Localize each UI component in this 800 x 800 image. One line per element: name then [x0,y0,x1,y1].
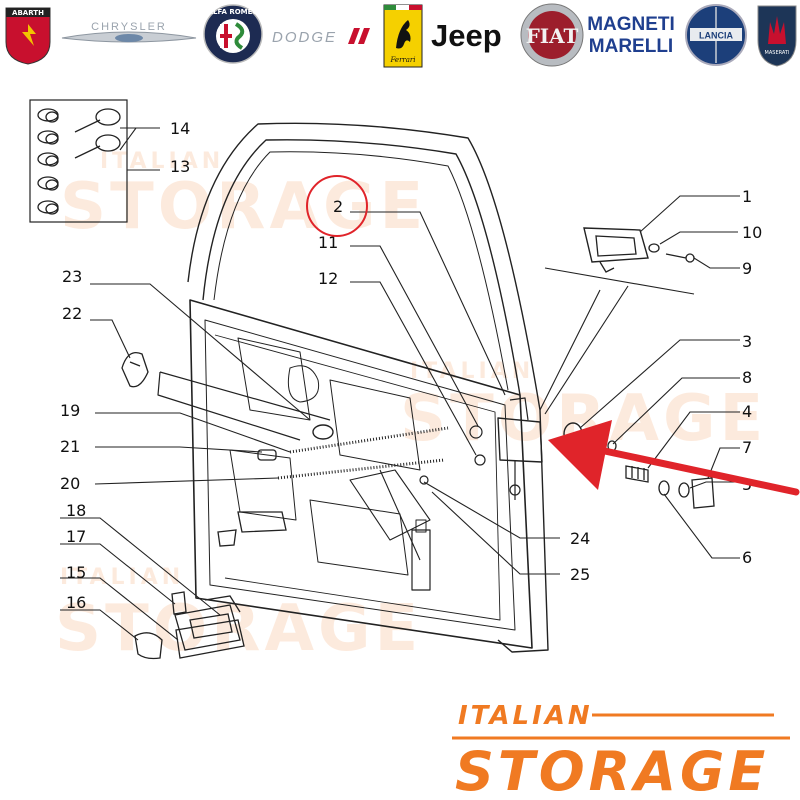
callout-15: 15 [66,563,86,582]
callout-22: 22 [62,304,82,323]
rod-20 [277,458,445,480]
callout-24: 24 [570,529,590,548]
callout-16: 16 [66,593,86,612]
callout-labels: 1 2 3 4 5 6 7 8 9 10 11 12 13 14 15 16 1… [60,119,762,612]
callout-21: 21 [60,437,80,456]
callout-12: 12 [318,269,338,288]
callout-17: 17 [66,527,86,546]
callout-1: 1 [742,187,752,206]
marelli-text: MARELLI [589,36,673,57]
dodge-text: DODGE [272,29,337,46]
highlight-arrow [548,420,800,496]
brand-bar: ABARTH CHRYSLER ALFA ROMEO DODGE [5,3,797,68]
leader-lines [60,127,740,641]
alfa-romeo-text: ALFA ROMEO [208,8,259,16]
dodge-logo: DODGE [272,28,370,46]
callout-10: 10 [742,223,762,242]
jeep-logo: Jeep [431,18,502,53]
callout-8: 8 [742,368,752,387]
door-body-outline [189,299,533,649]
callout-20: 20 [60,474,80,493]
maserati-text: MASERATI [765,50,790,56]
callout-6: 6 [742,548,752,567]
window-frame-outer [187,122,549,653]
fiat-text: FIAT [526,24,579,48]
callout-14: 14 [170,119,190,138]
watermark-bottom-line2: STORAGE [55,592,422,666]
watermark-top-line2: STORAGE [60,170,427,244]
callout-7: 7 [742,438,752,457]
callout-13: 13 [170,157,190,176]
callout-2: 2 [333,197,343,216]
logo-line2: STORAGE [455,740,769,800]
outer-handle-1 [583,227,649,263]
ferrari-text: Ferrari [389,56,415,64]
callout-23: 23 [62,267,82,286]
callout-18: 18 [66,501,86,520]
alfa-romeo-logo: ALFA ROMEO [203,4,263,64]
magneti-marelli-logo: MAGNETI MARELLI [587,14,675,57]
abarth-text: ABARTH [12,9,44,17]
italian-storage-logo: ITALIAN STORAGE [452,701,790,800]
components [29,99,715,660]
watermark: ITALIAN STORAGE ITALIAN STORAGE ITALIAN … [55,149,763,666]
fiat-logo: FIAT [520,3,584,67]
ferrari-logo: Ferrari [383,4,423,68]
callout-4: 4 [742,402,752,421]
magneti-text: MAGNETI [587,14,675,35]
highlight-circle [306,175,368,237]
keys [74,108,121,159]
callout-9: 9 [742,259,752,278]
maserati-logo: MASERATI [757,5,797,67]
clip-22 [121,351,149,388]
abarth-logo: ABARTH [5,7,51,65]
chrysler-text: CHRYSLER [91,21,167,33]
logo-line1: ITALIAN [458,701,593,731]
lock-cylinders [37,108,59,215]
key-set-box [29,99,128,223]
callout-19: 19 [60,401,80,420]
callout-3: 3 [742,332,752,351]
door-assembly [157,122,549,653]
watermark-top-line1: ITALIAN [100,149,224,174]
lancia-logo: LANCIA [685,4,747,66]
callout-25: 25 [570,565,590,584]
chrysler-logo: CHRYSLER [61,21,197,43]
window-frame-inner [202,139,521,396]
lancia-text: LANCIA [699,31,733,41]
callout-11: 11 [318,233,338,252]
